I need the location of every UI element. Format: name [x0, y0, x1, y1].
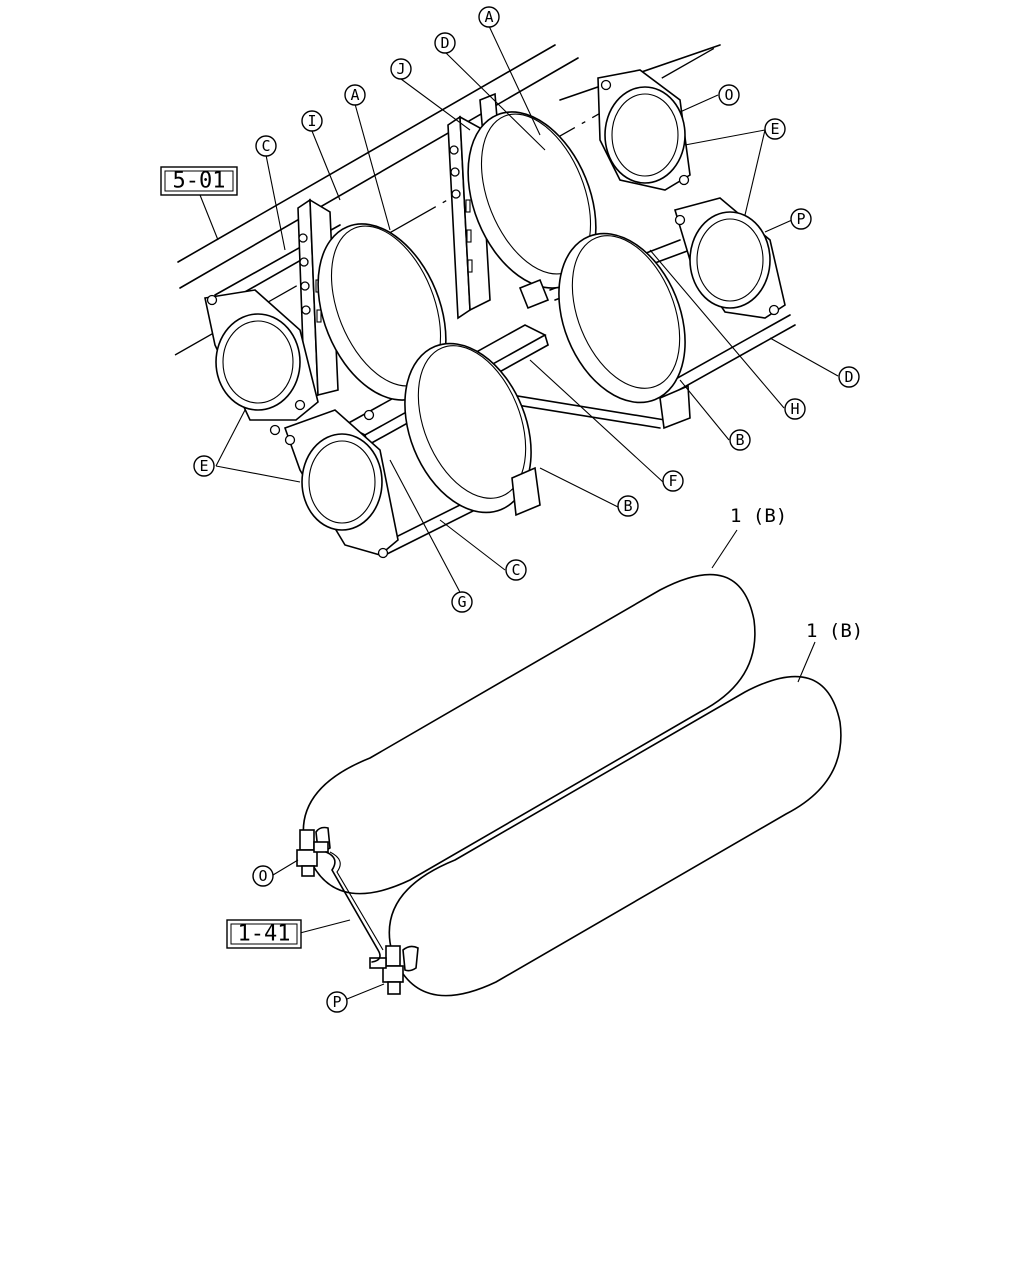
- strap-left-lower: [404, 342, 532, 514]
- callout-j: J: [390, 58, 412, 80]
- strap-right-upper: [467, 111, 597, 289]
- end-flange-right-upper: [597, 69, 691, 191]
- svg-text:I: I: [307, 112, 316, 130]
- part-label-tank-upper: 1 (B): [711, 505, 787, 569]
- callout-e-2: E: [193, 455, 215, 477]
- callout-d-2: D: [838, 366, 860, 388]
- svg-text:O: O: [724, 86, 733, 104]
- callout-leaders: [215, 25, 839, 597]
- reference-box-1-41: 1-41: [226, 919, 351, 949]
- gas-cylinder-upper: [302, 573, 756, 895]
- svg-text:1-41: 1-41: [238, 922, 291, 947]
- svg-text:B: B: [623, 497, 632, 515]
- svg-text:1 (B): 1 (B): [730, 505, 787, 527]
- callout-c-1: C: [255, 135, 277, 157]
- svg-text:F: F: [668, 472, 677, 490]
- callout-p-2: P: [326, 983, 385, 1013]
- callout-b-1: B: [729, 429, 751, 451]
- svg-text:P: P: [332, 993, 341, 1011]
- svg-text:A: A: [350, 86, 359, 104]
- gas-cylinder-lower: [388, 675, 842, 997]
- callout-o-1: O: [718, 84, 740, 106]
- callout-b-2: B: [617, 495, 639, 517]
- end-flange-left-lower: [283, 409, 399, 559]
- svg-text:J: J: [396, 60, 405, 78]
- svg-text:1 (B): 1 (B): [806, 620, 863, 642]
- reference-box-5-01: 5-01: [160, 166, 238, 241]
- callout-c-2: C: [505, 559, 527, 581]
- callout-h: H: [784, 398, 806, 420]
- callout-f: F: [662, 470, 684, 492]
- strap-mount-feet: [511, 278, 691, 517]
- callout-d-1: D: [434, 32, 456, 54]
- callout-o-2: O: [252, 859, 299, 887]
- end-flange-left-upper: [204, 289, 319, 436]
- callout-i: I: [301, 110, 323, 132]
- svg-text:D: D: [440, 34, 449, 52]
- callout-p-1: P: [790, 208, 812, 230]
- svg-text:A: A: [484, 8, 493, 26]
- callout-a-1: A: [478, 6, 500, 28]
- svg-text:O: O: [258, 867, 267, 885]
- callout-g: G: [451, 591, 473, 613]
- svg-text:H: H: [790, 400, 799, 418]
- svg-text:E: E: [199, 457, 208, 475]
- callout-a-2: A: [344, 84, 366, 106]
- svg-text:C: C: [261, 137, 270, 155]
- valve-p: [369, 945, 419, 995]
- end-flange-right-lower: [673, 197, 786, 319]
- part-label-tank-lower: 1 (B): [797, 620, 863, 683]
- valve-o: [296, 826, 331, 877]
- svg-text:5-01: 5-01: [173, 169, 226, 194]
- svg-text:C: C: [511, 561, 520, 579]
- connecting-pipe: [325, 851, 384, 963]
- svg-text:G: G: [457, 593, 466, 611]
- svg-text:E: E: [770, 120, 779, 138]
- strap-right-lower: [558, 232, 686, 404]
- strap-left-upper: [317, 223, 447, 401]
- svg-text:P: P: [796, 210, 805, 228]
- callout-e-1: E: [764, 118, 786, 140]
- svg-text:D: D: [844, 368, 853, 386]
- svg-text:B: B: [735, 431, 744, 449]
